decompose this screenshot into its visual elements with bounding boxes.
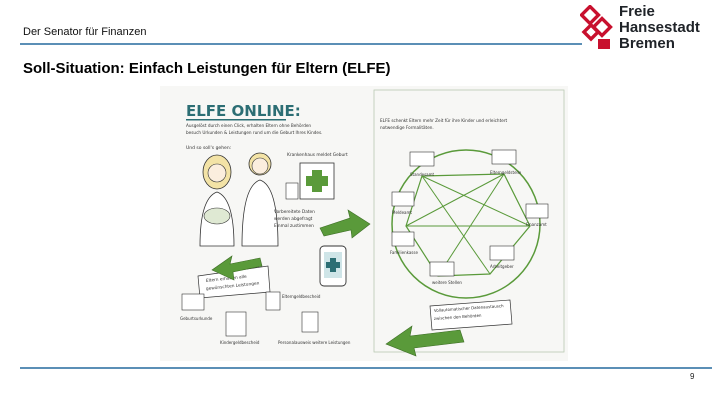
slide-title: Soll-Situation: Einfach Leistungen für E… — [23, 60, 391, 77]
right-intro-line-1: ELFE schenkt Eltern mehr Zeit für ihre K… — [380, 118, 508, 123]
intro-line-2: besuch Urkunden & Leistungen rund um die… — [186, 130, 322, 135]
office-standesamt: Standesamt — [410, 172, 435, 177]
exchange-star — [406, 174, 530, 276]
doc-label-birth-certificate: Geburtsurkunde — [180, 316, 213, 321]
office-finanzamt: Finanzamt — [526, 222, 547, 227]
consent-note-line-1: Vorbereitete Daten — [274, 209, 315, 215]
bremen-wordmark: Freie Hansestadt Bremen — [619, 4, 700, 52]
page-number: 9 — [690, 372, 694, 381]
organization-name: Der Senator für Finanzen — [23, 26, 147, 38]
doc-label-parental-benefit: Elterngeldbescheid — [282, 294, 321, 299]
footer-divider — [20, 367, 712, 369]
left-caption: Und so soll's gehen: — [186, 145, 231, 151]
green-arrow-bottom-left-icon — [386, 326, 464, 356]
illustration-heading: ELFE ONLINE: — [186, 102, 301, 120]
intro-line-1: Ausgelöst durch einen Click, erhalten El… — [186, 123, 311, 128]
logo-line-1: Freie — [619, 4, 700, 20]
right-intro-line-2: notwendige Formalitäten. — [380, 125, 434, 130]
doc-label-child-benefit: Kindergeldbescheid — [220, 340, 260, 345]
bremen-key-logo-icon — [580, 5, 613, 51]
consent-note-line-2: werden abgefragt — [274, 216, 313, 222]
office-familienkasse: Familienkasse — [390, 250, 418, 255]
office-weitere-stellen: weitere Stellen — [432, 280, 462, 285]
smartphone-icon — [320, 246, 346, 286]
consent-note-line-3: Einmal zustimmen — [274, 223, 314, 229]
hospital-label: Krankenhaus meldet Geburt — [287, 152, 348, 158]
office-arbeitgeber: Arbeitgeber — [490, 264, 514, 269]
office-elterngeldstelle: Elterngeldstelle — [490, 170, 522, 175]
doc-label-id-more: Personalausweis weitere Leistungen — [278, 340, 351, 345]
hospital-building-icon — [286, 163, 334, 199]
elfe-illustration: ELFE ONLINE: Ausgelöst durch einen Click… — [160, 86, 568, 361]
green-arrow-right-icon — [320, 210, 370, 238]
logo-line-2: Hansestadt — [619, 20, 700, 36]
parents-figure — [200, 153, 278, 246]
logo-line-3: Bremen — [619, 36, 700, 52]
header-divider — [20, 43, 582, 45]
office-meldeamt: Meldeamt — [392, 210, 412, 215]
heading-underline — [186, 119, 286, 121]
office-buildings — [392, 150, 548, 276]
